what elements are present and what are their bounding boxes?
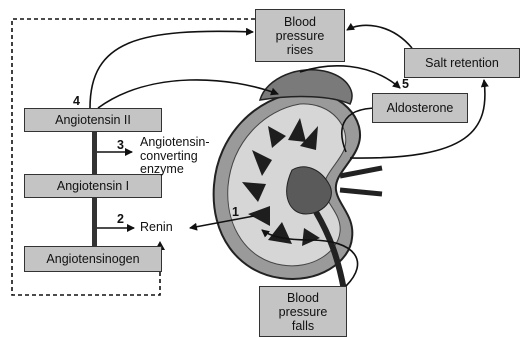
bp-falls-line-1: Blood bbox=[279, 291, 328, 305]
angiotensin-ii-label: Angiotensin II bbox=[55, 113, 131, 127]
ace-line-2: converting bbox=[140, 150, 210, 164]
angiotensin-i-box: Angiotensin I bbox=[24, 174, 162, 198]
aldosterone-label: Aldosterone bbox=[387, 101, 454, 115]
blood-pressure-falls-box: Blood pressure falls bbox=[259, 286, 347, 337]
ace-label: Angiotensin- converting enzyme bbox=[140, 136, 210, 177]
step-number-4: 4 bbox=[73, 94, 80, 108]
angiotensin-ii-box: Angiotensin II bbox=[24, 108, 162, 132]
step-number-3: 3 bbox=[117, 138, 124, 152]
step-number-5: 5 bbox=[402, 77, 409, 91]
arrow-salt-retention-to-bp-rises bbox=[347, 25, 412, 48]
ace-line-1: Angiotensin- bbox=[140, 136, 210, 150]
angiotensinogen-box: Angiotensinogen bbox=[24, 246, 162, 272]
salt-retention-box: Salt retention bbox=[404, 48, 520, 78]
step-number-1: 1 bbox=[232, 205, 239, 219]
renal-vessels bbox=[340, 168, 382, 194]
aldosterone-box: Aldosterone bbox=[372, 93, 468, 123]
step-number-2: 2 bbox=[117, 212, 124, 226]
blood-pressure-rises-box: Blood pressure rises bbox=[255, 9, 345, 62]
bp-rises-line-2: pressure bbox=[276, 29, 325, 43]
renin-label: Renin bbox=[140, 221, 173, 235]
arrow-angiotensin-ii-to-adrenal bbox=[98, 80, 278, 108]
bp-falls-line-3: falls bbox=[279, 319, 328, 333]
angiotensinogen-label: Angiotensinogen bbox=[46, 252, 139, 266]
bp-rises-line-1: Blood bbox=[276, 15, 325, 29]
salt-retention-label: Salt retention bbox=[425, 56, 499, 70]
ace-line-3: enzyme bbox=[140, 163, 210, 177]
bp-rises-line-3: rises bbox=[276, 43, 325, 57]
angiotensin-i-label: Angiotensin I bbox=[57, 179, 129, 193]
bp-falls-line-2: pressure bbox=[279, 305, 328, 319]
arrow-angiotensin-ii-to-bp-rises bbox=[90, 31, 253, 108]
